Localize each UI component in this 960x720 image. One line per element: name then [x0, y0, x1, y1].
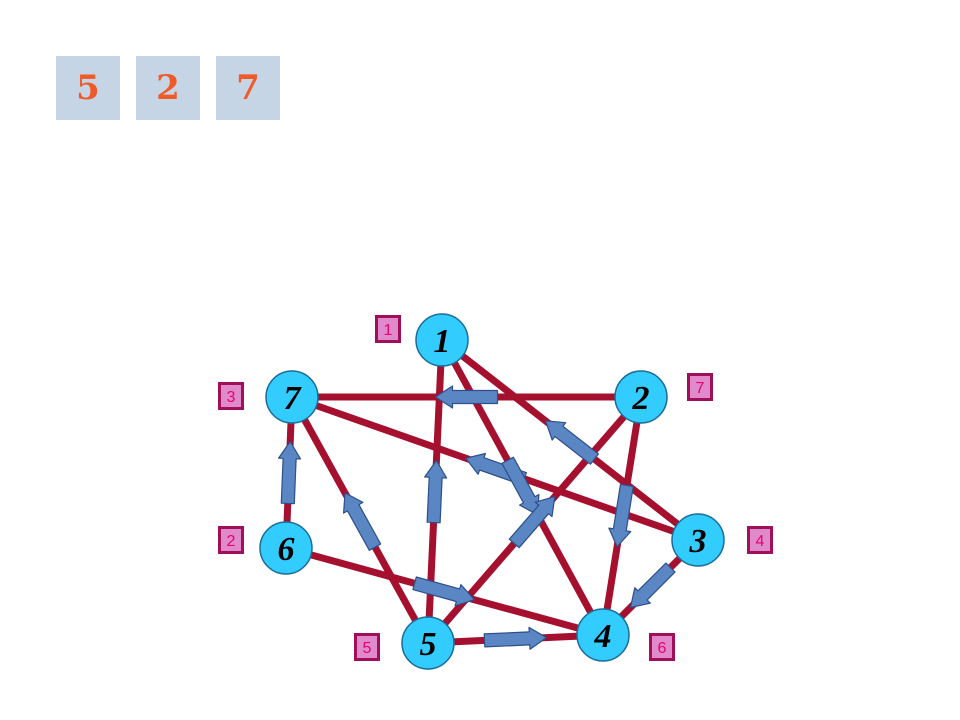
- arrow-2-to-7: [434, 385, 499, 409]
- node-3: 3: [671, 513, 725, 567]
- node-5-tag: 1: [375, 315, 401, 343]
- arrow-3-to-1: [544, 420, 600, 465]
- node-6: 6: [259, 521, 313, 575]
- node-label: 4: [594, 618, 612, 655]
- node-7: 7: [265, 370, 319, 424]
- node-2-tag: 4: [747, 526, 773, 554]
- sequence-box-3: 7: [216, 56, 280, 120]
- node-4: 4: [576, 608, 630, 662]
- node-label: 2: [632, 380, 650, 417]
- arrow-3-to-4: [629, 562, 676, 609]
- arrow-6-to-4: [412, 576, 475, 607]
- node-5: 5: [401, 616, 455, 670]
- node-label: 6: [278, 531, 295, 568]
- tag-label: 3: [227, 389, 236, 406]
- tag-label: 5: [363, 640, 372, 657]
- nodes: 1 2 3 4 5 6 7: [259, 313, 725, 670]
- sequence-boxes: 5 2 7: [56, 56, 280, 120]
- node-3-tag: 2: [218, 526, 244, 554]
- node-label: 1: [434, 323, 451, 360]
- sequence-box-2: 2: [136, 56, 200, 120]
- tag-label: 1: [384, 322, 393, 339]
- direction-arrows: [278, 385, 676, 650]
- arrow-6-to-7: [278, 440, 302, 505]
- tag-label: 2: [227, 533, 236, 550]
- arrow-5-to-4: [483, 626, 548, 650]
- node-7-tag: 6: [649, 633, 675, 661]
- arrow-2-to-4: [608, 483, 634, 548]
- sequence-box-1: 5: [56, 56, 120, 120]
- arrow-5-to-1: [424, 459, 448, 524]
- arrow-5-to-7: [343, 492, 382, 551]
- arrow-1-to-4: [501, 456, 540, 516]
- node-1-tag: 5: [354, 633, 380, 661]
- node-6-tag: 3: [218, 382, 244, 410]
- node-tags: 5 4 2 7 1 3 6: [218, 315, 773, 661]
- arrow-5-to-2: [508, 496, 556, 549]
- node-2: 2: [614, 370, 668, 424]
- tag-label: 7: [696, 380, 705, 397]
- node-label: 3: [689, 523, 707, 560]
- tag-label: 4: [756, 533, 765, 550]
- node-1: 1: [415, 313, 469, 367]
- node-4-tag: 7: [687, 373, 713, 401]
- tag-label: 6: [658, 640, 667, 657]
- node-label: 7: [284, 380, 303, 417]
- node-label: 5: [420, 626, 437, 663]
